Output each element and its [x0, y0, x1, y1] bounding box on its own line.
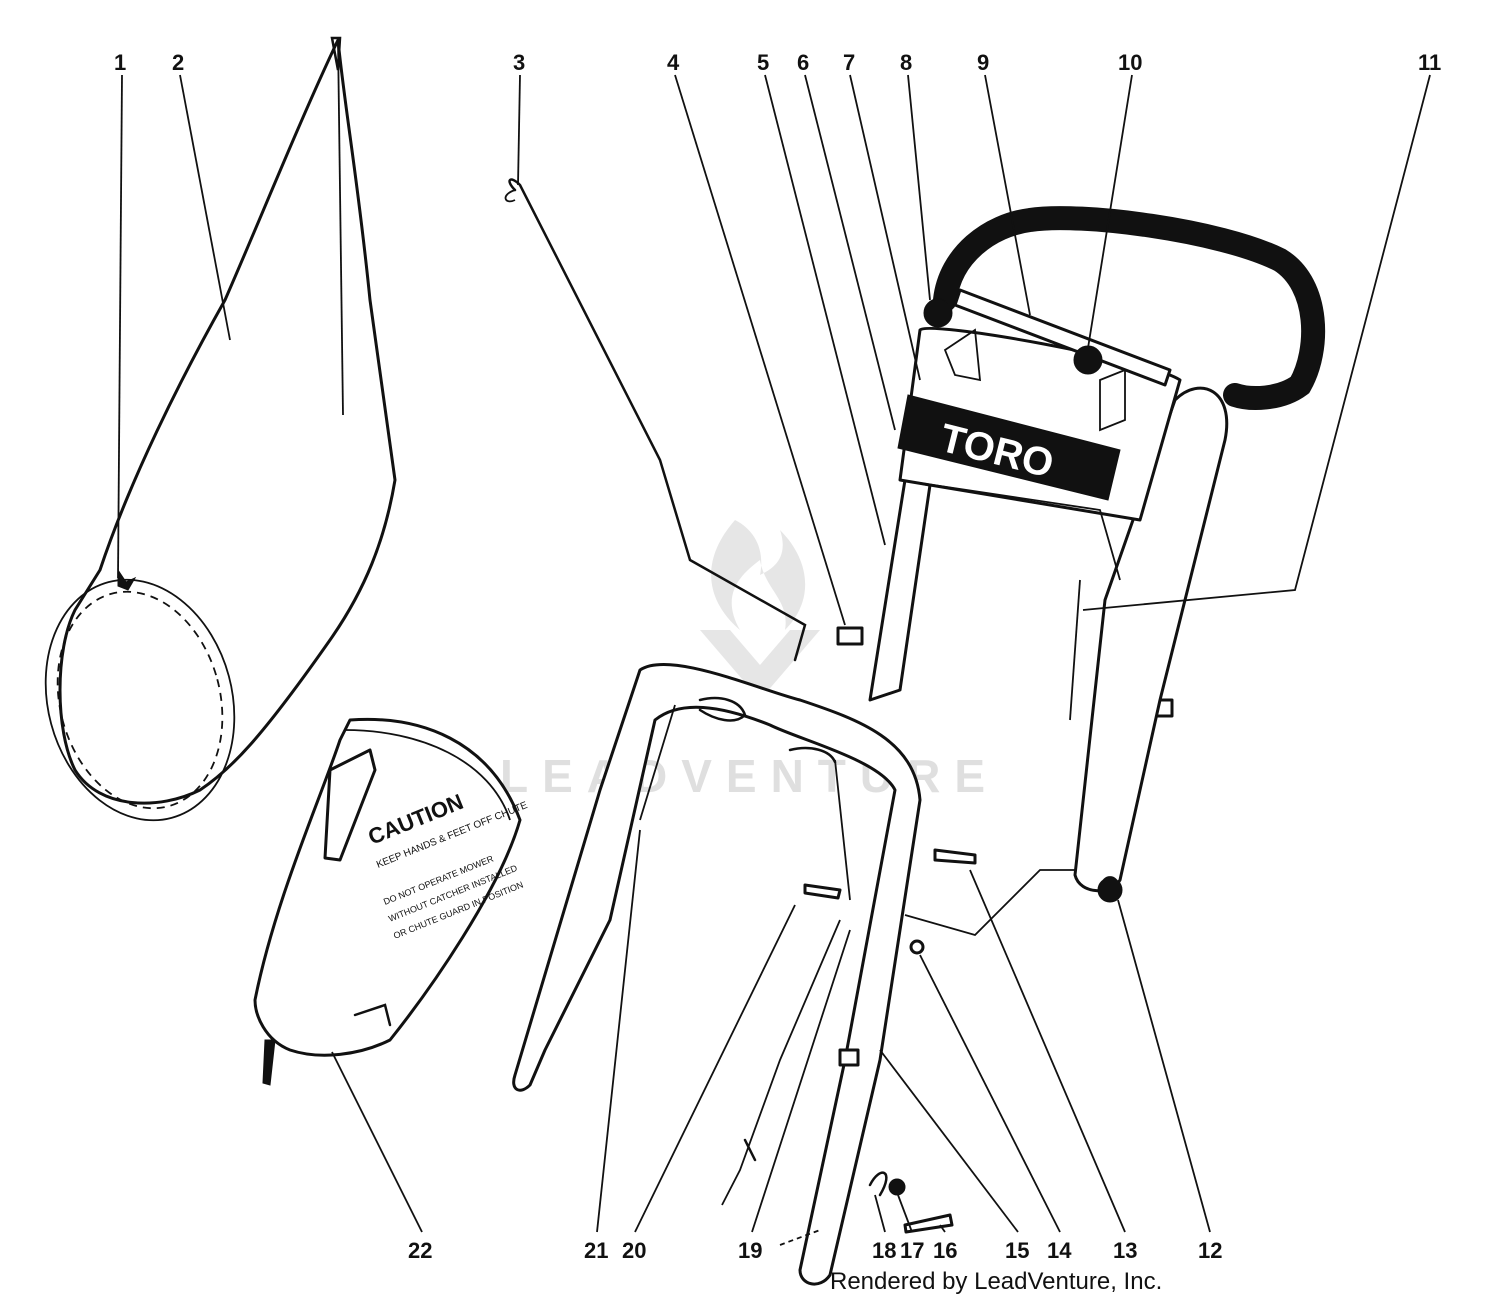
leader-lines [117, 74, 1431, 1246]
callout-19: 19 [738, 1238, 762, 1263]
callout-22: 22 [408, 1238, 432, 1263]
callout-20: 20 [622, 1238, 646, 1263]
callout-1: 1 [114, 50, 126, 75]
credit-text: Rendered by LeadVenture, Inc. [830, 1268, 1163, 1295]
support-rod [504, 178, 807, 662]
callout-11: 11 [1418, 50, 1441, 75]
callout-18: 18 [872, 1238, 896, 1263]
callout-7: 7 [843, 50, 855, 75]
callout-3: 3 [513, 50, 525, 75]
callout-6: 6 [797, 50, 809, 75]
callout-10: 10 [1118, 50, 1142, 75]
callout-17: 17 [900, 1238, 924, 1263]
callout-8: 8 [900, 50, 912, 75]
callout-2: 2 [172, 50, 184, 75]
callout-numbers: 1 2 3 4 5 6 7 8 9 10 11 12 13 14 15 16 1… [114, 50, 1441, 1263]
chute-guard: CAUTION KEEP HANDS & FEET OFF CHUTE DO N… [253, 717, 530, 1086]
callout-12: 12 [1198, 1238, 1222, 1263]
callout-9: 9 [977, 50, 989, 75]
callout-16: 16 [933, 1238, 957, 1263]
watermark-text: LEADVENTURE [500, 750, 999, 802]
callout-5: 5 [757, 50, 769, 75]
grass-bag [44, 36, 397, 822]
watermark: LEADVENTURE [500, 520, 999, 802]
callout-21: 21 [584, 1238, 608, 1263]
callout-4: 4 [667, 50, 680, 75]
upper-handle: TORO [868, 206, 1326, 894]
callout-14: 14 [1047, 1238, 1072, 1263]
callout-15: 15 [1005, 1238, 1029, 1263]
callout-13: 13 [1113, 1238, 1137, 1263]
